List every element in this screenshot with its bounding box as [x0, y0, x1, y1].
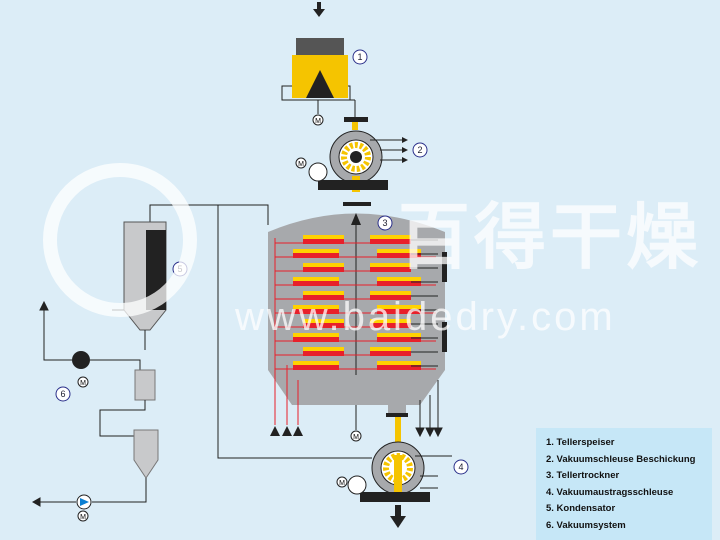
plate-top	[370, 235, 411, 239]
dryer-plate	[303, 323, 344, 328]
plate-top	[370, 291, 411, 295]
legend: 1. Tellerspeiser 2. Vakuumschleuse Besch…	[536, 428, 712, 540]
svg-text:2: 2	[417, 145, 422, 155]
legend-item: 3. Tellertrockner	[546, 470, 620, 481]
svg-text:M: M	[353, 434, 359, 441]
dryer-plate	[293, 365, 339, 370]
legend-item: 1. Tellerspeiser	[546, 437, 615, 448]
plate-dryer	[268, 202, 447, 417]
legend-item: 5. Kondensator	[546, 503, 616, 514]
dryer-plate	[370, 351, 411, 356]
plate-top	[377, 361, 421, 365]
legend-item: 2. Vakuumschleuse Beschickung	[546, 453, 696, 465]
dryer-plate	[303, 239, 344, 244]
plate-top	[377, 305, 421, 309]
dryer-plate	[377, 337, 421, 342]
dryer-plate	[293, 337, 339, 342]
svg-text:www.baidedry.com: www.baidedry.com	[234, 295, 616, 339]
feed-arrow-icon	[313, 2, 325, 17]
dryer-plate	[370, 239, 411, 244]
vacuum-system	[31, 300, 159, 507]
callout-2: 2	[412, 142, 428, 158]
plate-top	[377, 249, 421, 253]
dryer-plate	[293, 281, 339, 286]
feeder-hopper	[281, 38, 356, 118]
vapor-line	[217, 205, 372, 459]
motor-icon: M	[77, 510, 89, 522]
legend-item: 6. Vakuumsystem	[546, 519, 626, 531]
svg-text:M: M	[298, 161, 304, 168]
vacuum-airlock-discharge	[347, 417, 452, 528]
plate-top	[303, 263, 344, 267]
dryer-plate	[303, 351, 344, 356]
dryer-plate	[377, 365, 421, 370]
plate-top	[377, 333, 421, 337]
motor-icon: M	[350, 430, 362, 442]
plate-top	[293, 249, 339, 253]
svg-text:M: M	[315, 118, 321, 125]
plate-top	[377, 277, 421, 281]
plate-top	[303, 291, 344, 295]
svg-text:百得干燥: 百得干燥	[398, 198, 702, 278]
dryer-plate	[293, 253, 339, 258]
plate-top	[370, 347, 411, 351]
plate-top	[293, 361, 339, 365]
dryer-plate	[377, 253, 421, 258]
svg-text:M: M	[80, 514, 86, 521]
plate-top	[293, 277, 339, 281]
dryer-plate	[370, 267, 411, 272]
plate-top	[303, 235, 344, 239]
outlet-lines	[355, 380, 443, 438]
motor-icon: M	[77, 376, 89, 388]
callout-3: 3	[377, 215, 393, 231]
dryer-plate	[370, 323, 411, 328]
plate-top	[293, 305, 339, 309]
dryer-plate	[303, 295, 344, 300]
svg-text:M: M	[339, 480, 345, 487]
svg-text:M: M	[80, 380, 86, 387]
callout-6: 6	[55, 386, 71, 402]
svg-text:3: 3	[382, 218, 387, 228]
dryer-plate	[377, 281, 421, 286]
motor-icon: M	[312, 114, 324, 126]
condenser	[112, 221, 167, 350]
inlet-arrows-icon	[270, 426, 303, 436]
svg-text:4: 4	[458, 462, 463, 472]
dryer-plate	[293, 309, 339, 314]
dryer-plate	[370, 295, 411, 300]
heating-lines	[274, 238, 299, 425]
plate-top	[370, 263, 411, 267]
watermark: 百得干燥 www.baidedry.com	[43, 163, 702, 339]
motor-icon: M	[295, 157, 307, 169]
vacuum-airlock-feed	[308, 117, 408, 192]
dryer-plate	[377, 309, 421, 314]
svg-text:1: 1	[357, 52, 362, 62]
plate-top	[370, 319, 411, 323]
dryer-plate	[303, 267, 344, 272]
vapor-line	[149, 204, 269, 225]
callout-1: 1	[352, 49, 368, 65]
legend-item: 4. Vakuumaustragsschleuse	[546, 486, 674, 498]
plate-top	[293, 333, 339, 337]
plate-top	[303, 319, 344, 323]
callout-4: 4	[453, 459, 469, 475]
svg-text:6: 6	[60, 389, 65, 399]
plate-top	[303, 347, 344, 351]
vacuum-pump-icon	[72, 351, 92, 510]
motor-icon: M	[336, 476, 348, 488]
